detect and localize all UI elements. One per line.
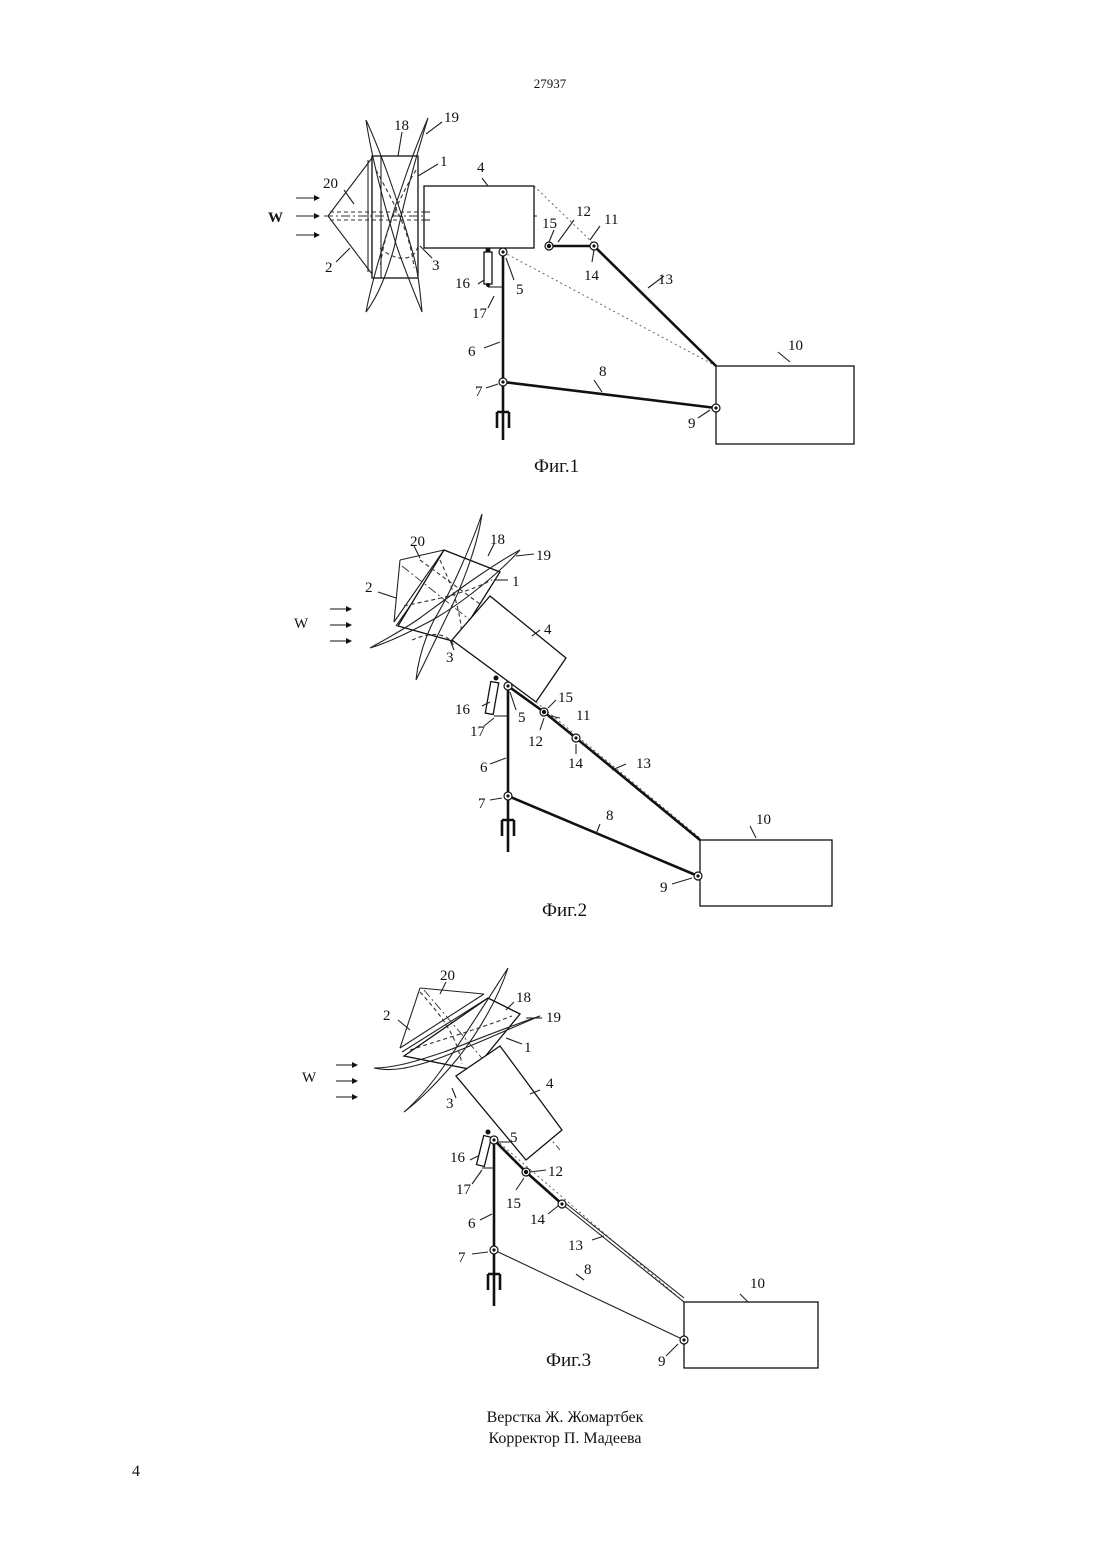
label-8: 8 bbox=[599, 364, 607, 380]
label-16: 16 bbox=[455, 276, 471, 292]
label-3: 3 bbox=[446, 1096, 454, 1112]
label-7: 7 bbox=[458, 1250, 466, 1266]
label-12: 12 bbox=[576, 204, 591, 220]
label-20: 20 bbox=[323, 176, 338, 192]
label-4: 4 bbox=[546, 1076, 554, 1092]
label-18: 18 bbox=[516, 990, 531, 1006]
label-14: 14 bbox=[584, 268, 600, 284]
box-10 bbox=[684, 1302, 818, 1368]
layout-credit: Верстка Ж. Жомартбек bbox=[0, 1407, 1100, 1428]
wind-arrows bbox=[296, 195, 320, 238]
box-10 bbox=[700, 840, 832, 906]
label-8: 8 bbox=[606, 808, 614, 824]
patent-number-header: 27937 bbox=[0, 76, 1100, 92]
label-8: 8 bbox=[584, 1262, 592, 1278]
label-9: 9 bbox=[688, 416, 696, 432]
label-10: 10 bbox=[750, 1276, 765, 1292]
label-6: 6 bbox=[468, 1216, 476, 1232]
label-19: 19 bbox=[546, 1010, 561, 1026]
credits: Верстка Ж. Жомартбек Корректор П. Мадеев… bbox=[0, 1407, 1100, 1449]
label-9: 9 bbox=[660, 880, 668, 896]
label-16: 16 bbox=[455, 702, 471, 718]
wind-arrows bbox=[336, 1062, 358, 1100]
base-support bbox=[488, 1274, 500, 1306]
label-18: 18 bbox=[490, 532, 505, 548]
figure-1-diagram: W 20 2 18 19 1 3 4 15 12 11 14 13 16 5 1… bbox=[262, 106, 862, 490]
figure-2-caption: Фиг.2 bbox=[542, 900, 587, 921]
label-1: 1 bbox=[440, 154, 448, 170]
label-20: 20 bbox=[440, 968, 455, 984]
figure-1-caption: Фиг.1 bbox=[534, 456, 579, 477]
figure-2-diagram: W 20 2 18 19 1 3 4 15 11 12 14 13 16 5 1… bbox=[288, 512, 836, 944]
label-4: 4 bbox=[477, 160, 485, 176]
label-11: 11 bbox=[576, 708, 590, 724]
label-1: 1 bbox=[524, 1040, 532, 1056]
base-support bbox=[502, 820, 514, 852]
label-17: 17 bbox=[456, 1182, 472, 1198]
figure-3-panel: W 20 2 18 19 1 3 4 5 12 15 14 13 16 17 6… bbox=[296, 964, 836, 1384]
label-17: 17 bbox=[472, 306, 488, 322]
label-5: 5 bbox=[518, 710, 526, 726]
label-14: 14 bbox=[530, 1212, 546, 1228]
label-16: 16 bbox=[450, 1150, 466, 1166]
wind-label: W bbox=[294, 616, 309, 632]
label-10: 10 bbox=[756, 812, 771, 828]
label-2: 2 bbox=[383, 1008, 391, 1024]
corrector-credit: Корректор П. Мадеева bbox=[0, 1428, 1100, 1449]
label-4: 4 bbox=[544, 622, 552, 638]
label-1: 1 bbox=[512, 574, 520, 590]
figure-1-panel: W 20 2 18 19 1 3 4 15 12 11 14 13 16 5 1… bbox=[262, 106, 862, 490]
page-number: 4 bbox=[132, 1463, 140, 1481]
damper-16 bbox=[484, 252, 492, 284]
figure-2-panel: W 20 2 18 19 1 3 4 15 11 12 14 13 16 5 1… bbox=[288, 512, 836, 944]
label-11: 11 bbox=[604, 212, 618, 228]
label-14: 14 bbox=[568, 756, 584, 772]
label-9: 9 bbox=[658, 1354, 666, 1370]
label-13: 13 bbox=[636, 756, 651, 772]
label-15: 15 bbox=[542, 216, 557, 232]
label-6: 6 bbox=[480, 760, 488, 776]
label-19: 19 bbox=[536, 548, 551, 564]
label-2: 2 bbox=[365, 580, 373, 596]
label-19: 19 bbox=[444, 110, 459, 126]
label-12: 12 bbox=[528, 734, 543, 750]
label-3: 3 bbox=[446, 650, 454, 666]
box-10 bbox=[716, 366, 854, 444]
label-7: 7 bbox=[475, 384, 483, 400]
wind-label: W bbox=[302, 1070, 317, 1086]
nacelle-4 bbox=[424, 186, 534, 248]
label-2: 2 bbox=[325, 260, 333, 276]
joints bbox=[504, 682, 702, 880]
label-12: 12 bbox=[548, 1164, 563, 1180]
label-5: 5 bbox=[510, 1130, 518, 1146]
label-10: 10 bbox=[788, 338, 803, 354]
damper-16 bbox=[485, 682, 498, 715]
figure-3-diagram: W 20 2 18 19 1 3 4 5 12 15 14 13 16 17 6… bbox=[296, 964, 836, 1384]
damper-16 bbox=[476, 1135, 491, 1166]
label-20: 20 bbox=[410, 534, 425, 550]
label-13: 13 bbox=[568, 1238, 583, 1254]
label-6: 6 bbox=[468, 344, 476, 360]
wind-label: W bbox=[268, 210, 283, 226]
label-15: 15 bbox=[506, 1196, 521, 1212]
label-15: 15 bbox=[558, 690, 573, 706]
figure-3-caption: Фиг.3 bbox=[546, 1350, 591, 1371]
base-support bbox=[497, 412, 509, 440]
label-7: 7 bbox=[478, 796, 486, 812]
label-18: 18 bbox=[394, 118, 409, 134]
label-17: 17 bbox=[470, 724, 486, 740]
label-5: 5 bbox=[516, 282, 524, 298]
label-13: 13 bbox=[658, 272, 673, 288]
wind-arrows bbox=[330, 606, 352, 644]
label-3: 3 bbox=[432, 258, 440, 274]
